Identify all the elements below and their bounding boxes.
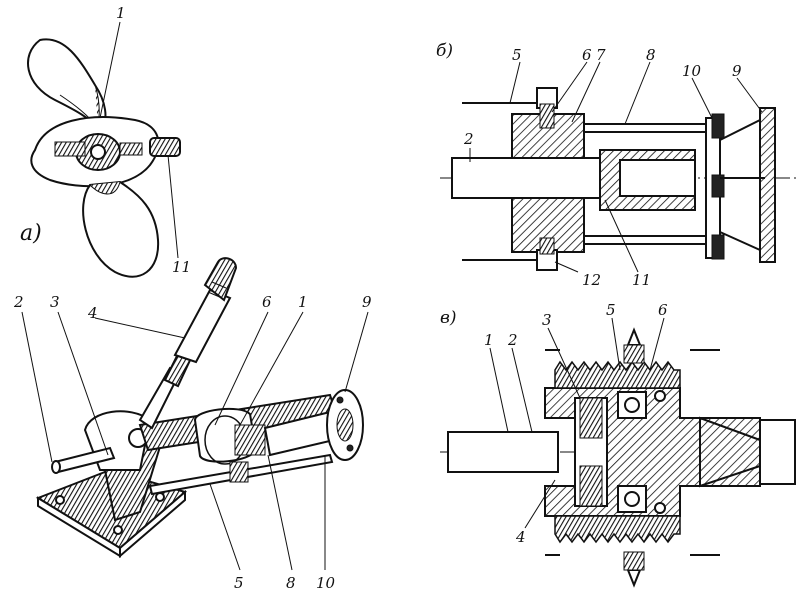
- callout-main-2: 2: [13, 293, 24, 311]
- callout-main-4: 4: [87, 304, 98, 322]
- reversing-gear-drawing: [21, 257, 369, 571]
- callout-main-9: 9: [362, 293, 372, 311]
- callout-b-8: 8: [646, 46, 656, 64]
- panel-label-a: а): [20, 221, 42, 246]
- callout-v-6: 6: [658, 301, 668, 319]
- leader-line: [736, 77, 763, 113]
- leader-line: [624, 61, 651, 125]
- callout-b-11: 11: [632, 271, 651, 289]
- leader-line: [21, 311, 53, 463]
- callout-b-12: 12: [582, 271, 601, 289]
- callout-main-1: 1: [298, 293, 308, 311]
- leader-line: [167, 154, 179, 259]
- leader-line: [604, 199, 639, 273]
- leader-line: [214, 311, 269, 426]
- leader-line: [551, 61, 588, 113]
- callout-b-2: 2: [463, 130, 474, 148]
- callout-main-3: 3: [50, 293, 60, 311]
- leader-line: [691, 77, 713, 119]
- callout-a-1: 1: [116, 4, 126, 22]
- leader-line: [649, 317, 665, 371]
- leader-line: [611, 317, 621, 371]
- leader-line: [99, 21, 121, 119]
- callout-main-5: 5: [234, 574, 244, 592]
- callout-v-2: 2: [507, 331, 518, 349]
- callout-v-5: 5: [606, 301, 616, 319]
- leader-line: [239, 311, 304, 426]
- callout-main-10: 10: [316, 574, 336, 592]
- leader-line: [344, 311, 369, 393]
- leader-line: [57, 311, 109, 456]
- callout-a-11: 11: [172, 258, 191, 276]
- section-b-drawing: [440, 61, 800, 273]
- leader-line: [209, 483, 241, 571]
- callout-b-5: 5: [512, 46, 522, 64]
- propeller-drawing: [27, 21, 181, 278]
- leader-line: [547, 327, 581, 399]
- callout-b-7: 7: [596, 46, 606, 64]
- leader-line: [267, 454, 293, 571]
- panel-label-v: в): [440, 308, 457, 328]
- callout-v-3: 3: [542, 311, 552, 329]
- callout-v-4: 4: [515, 528, 526, 546]
- leader-line: [489, 347, 509, 433]
- callout-main-8: 8: [286, 574, 296, 592]
- leader-line: [524, 479, 556, 529]
- leader-line: [94, 317, 186, 339]
- callout-v-1: 1: [484, 331, 494, 349]
- callout-b-6: 6: [582, 46, 592, 64]
- leader-line: [511, 347, 533, 433]
- section-v-drawing: [440, 317, 800, 588]
- callout-b-9: 9: [732, 62, 742, 80]
- leader-line: [554, 261, 579, 273]
- panel-label-b: б): [436, 41, 453, 61]
- callout-main-6: 6: [262, 293, 272, 311]
- callout-b-10: 10: [682, 62, 702, 80]
- leader-line: [509, 61, 521, 104]
- leader-line: [571, 61, 601, 123]
